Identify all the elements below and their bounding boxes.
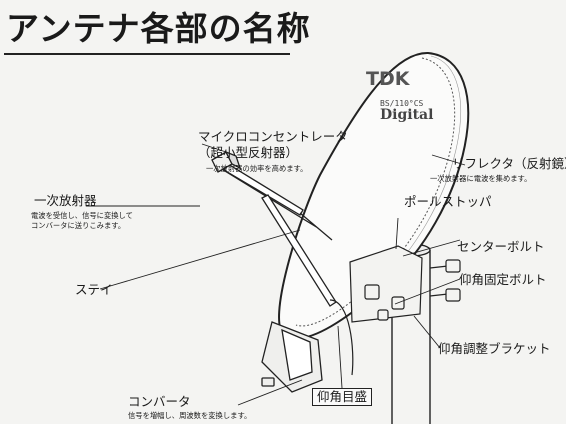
leader-lines [86,143,466,406]
title-underline [4,53,290,55]
label-elevation-bracket: 仰角調整ブラケット [438,341,551,356]
primary-radiator [211,150,242,173]
label-elevation-fix-bolt: 仰角固定ボルト [459,272,547,287]
label-center-bolt: センターボルト [457,239,545,254]
label-primary-radiator: 一次放射器 [34,193,97,208]
tdk-logo: TDK [366,68,409,90]
desc-primary-radiator-1: 電波を受信し、信号に変換して [31,211,133,220]
brand-logo-text: TDK [366,68,410,90]
label-elevation-scale: 仰角目盛 [312,388,373,407]
converter-unit [261,321,323,393]
label-stay: ステイ [75,282,113,297]
label-converter: コンバータ [128,394,191,409]
desc-micro-concentrator: 一次放射器の効率を高めます。 [206,164,308,173]
label-pole-stopper: ポールストッパ [404,194,492,209]
desc-converter: 信号を増幅し、周波数を変換します。 [128,411,252,420]
digital-text: Digital [380,107,434,123]
elevation-bracket [329,245,461,376]
label-micro-concentrator: マイクロコンセントレータ [198,129,348,144]
label-micro-concentrator-sub: （超小型反射器） [198,145,299,160]
label-reflector: リフレクタ（反射鏡） [452,156,566,171]
page-title: アンテナ各部の名称 [6,9,311,48]
band-text: BS/110°CS [380,99,424,108]
desc-reflector: 一次放射器に電波を集めます。 [430,174,532,183]
desc-primary-radiator-2: コンバータに送りこみます。 [31,221,126,230]
